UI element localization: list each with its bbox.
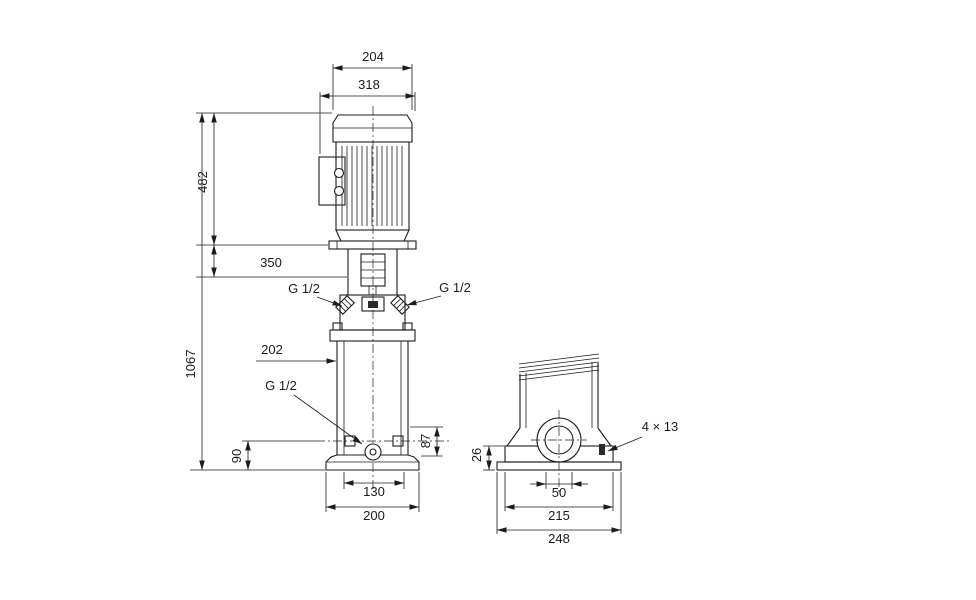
dim-204: 204 <box>332 49 413 110</box>
drain-plug <box>364 443 382 461</box>
dim-215-label: 215 <box>548 508 570 523</box>
hole-callout: 4 × 13 <box>607 419 679 452</box>
hole-callout-label: 4 × 13 <box>642 419 679 434</box>
dim-90-label: 90 <box>229 449 244 463</box>
bolt-slot <box>599 444 605 455</box>
dim-130: 130 <box>343 472 405 499</box>
dim-202-label: 202 <box>261 342 283 357</box>
dim-26-label: 26 <box>469 448 484 462</box>
dim-482-label: 482 <box>195 171 210 193</box>
dim-130-label: 130 <box>363 484 385 499</box>
vent-left-label: G 1/2 <box>288 281 320 296</box>
side-view <box>496 353 622 492</box>
dim-90: 90 <box>229 440 316 470</box>
dim-200: 200 <box>325 472 420 523</box>
dim-202: 202 <box>256 342 336 364</box>
break-hatch <box>518 353 600 381</box>
dim-248-label: 248 <box>548 531 570 546</box>
front-view <box>316 106 450 492</box>
left-extension-lines <box>190 112 347 471</box>
terminal-box <box>318 156 346 206</box>
dim-1067: 1067 <box>183 113 205 470</box>
dim-482: 482 <box>195 113 217 245</box>
dimensions: 204 318 1067 482 350 <box>183 49 678 546</box>
dim-318: 318 <box>319 77 416 154</box>
dim-87: 87 <box>410 426 443 457</box>
centerline-vertical <box>316 106 450 492</box>
drain-port-label: G 1/2 <box>265 378 297 393</box>
pump-base <box>325 435 420 471</box>
chamber-sleeve-side <box>506 362 612 447</box>
motor-fins <box>341 146 403 226</box>
dim-1067-label: 1067 <box>183 350 198 379</box>
vent-label-right: G 1/2 <box>406 280 471 306</box>
dim-215: 215 <box>504 472 614 523</box>
centerlines-side <box>531 410 587 492</box>
vent-label-left: G 1/2 <box>288 281 343 307</box>
dim-248: 248 <box>496 472 622 546</box>
vent-plug-right <box>390 295 410 315</box>
vent-right-label: G 1/2 <box>439 280 471 295</box>
pump-head <box>329 294 416 342</box>
dim-26: 26 <box>469 445 504 471</box>
dim-200-label: 200 <box>363 508 385 523</box>
drain-label: G 1/2 <box>265 378 363 445</box>
motor-stool-coupling <box>347 249 398 296</box>
dim-350: 350 <box>211 245 282 277</box>
dim-204-label: 204 <box>362 49 384 64</box>
dim-50-label: 50 <box>552 485 566 500</box>
dim-350-label: 350 <box>260 255 282 270</box>
chamber-sleeve <box>336 341 409 455</box>
dim-50: 50 <box>530 472 588 500</box>
motor <box>328 114 417 250</box>
dim-87-label: 87 <box>418 434 433 448</box>
dim-318-label: 318 <box>358 77 380 92</box>
